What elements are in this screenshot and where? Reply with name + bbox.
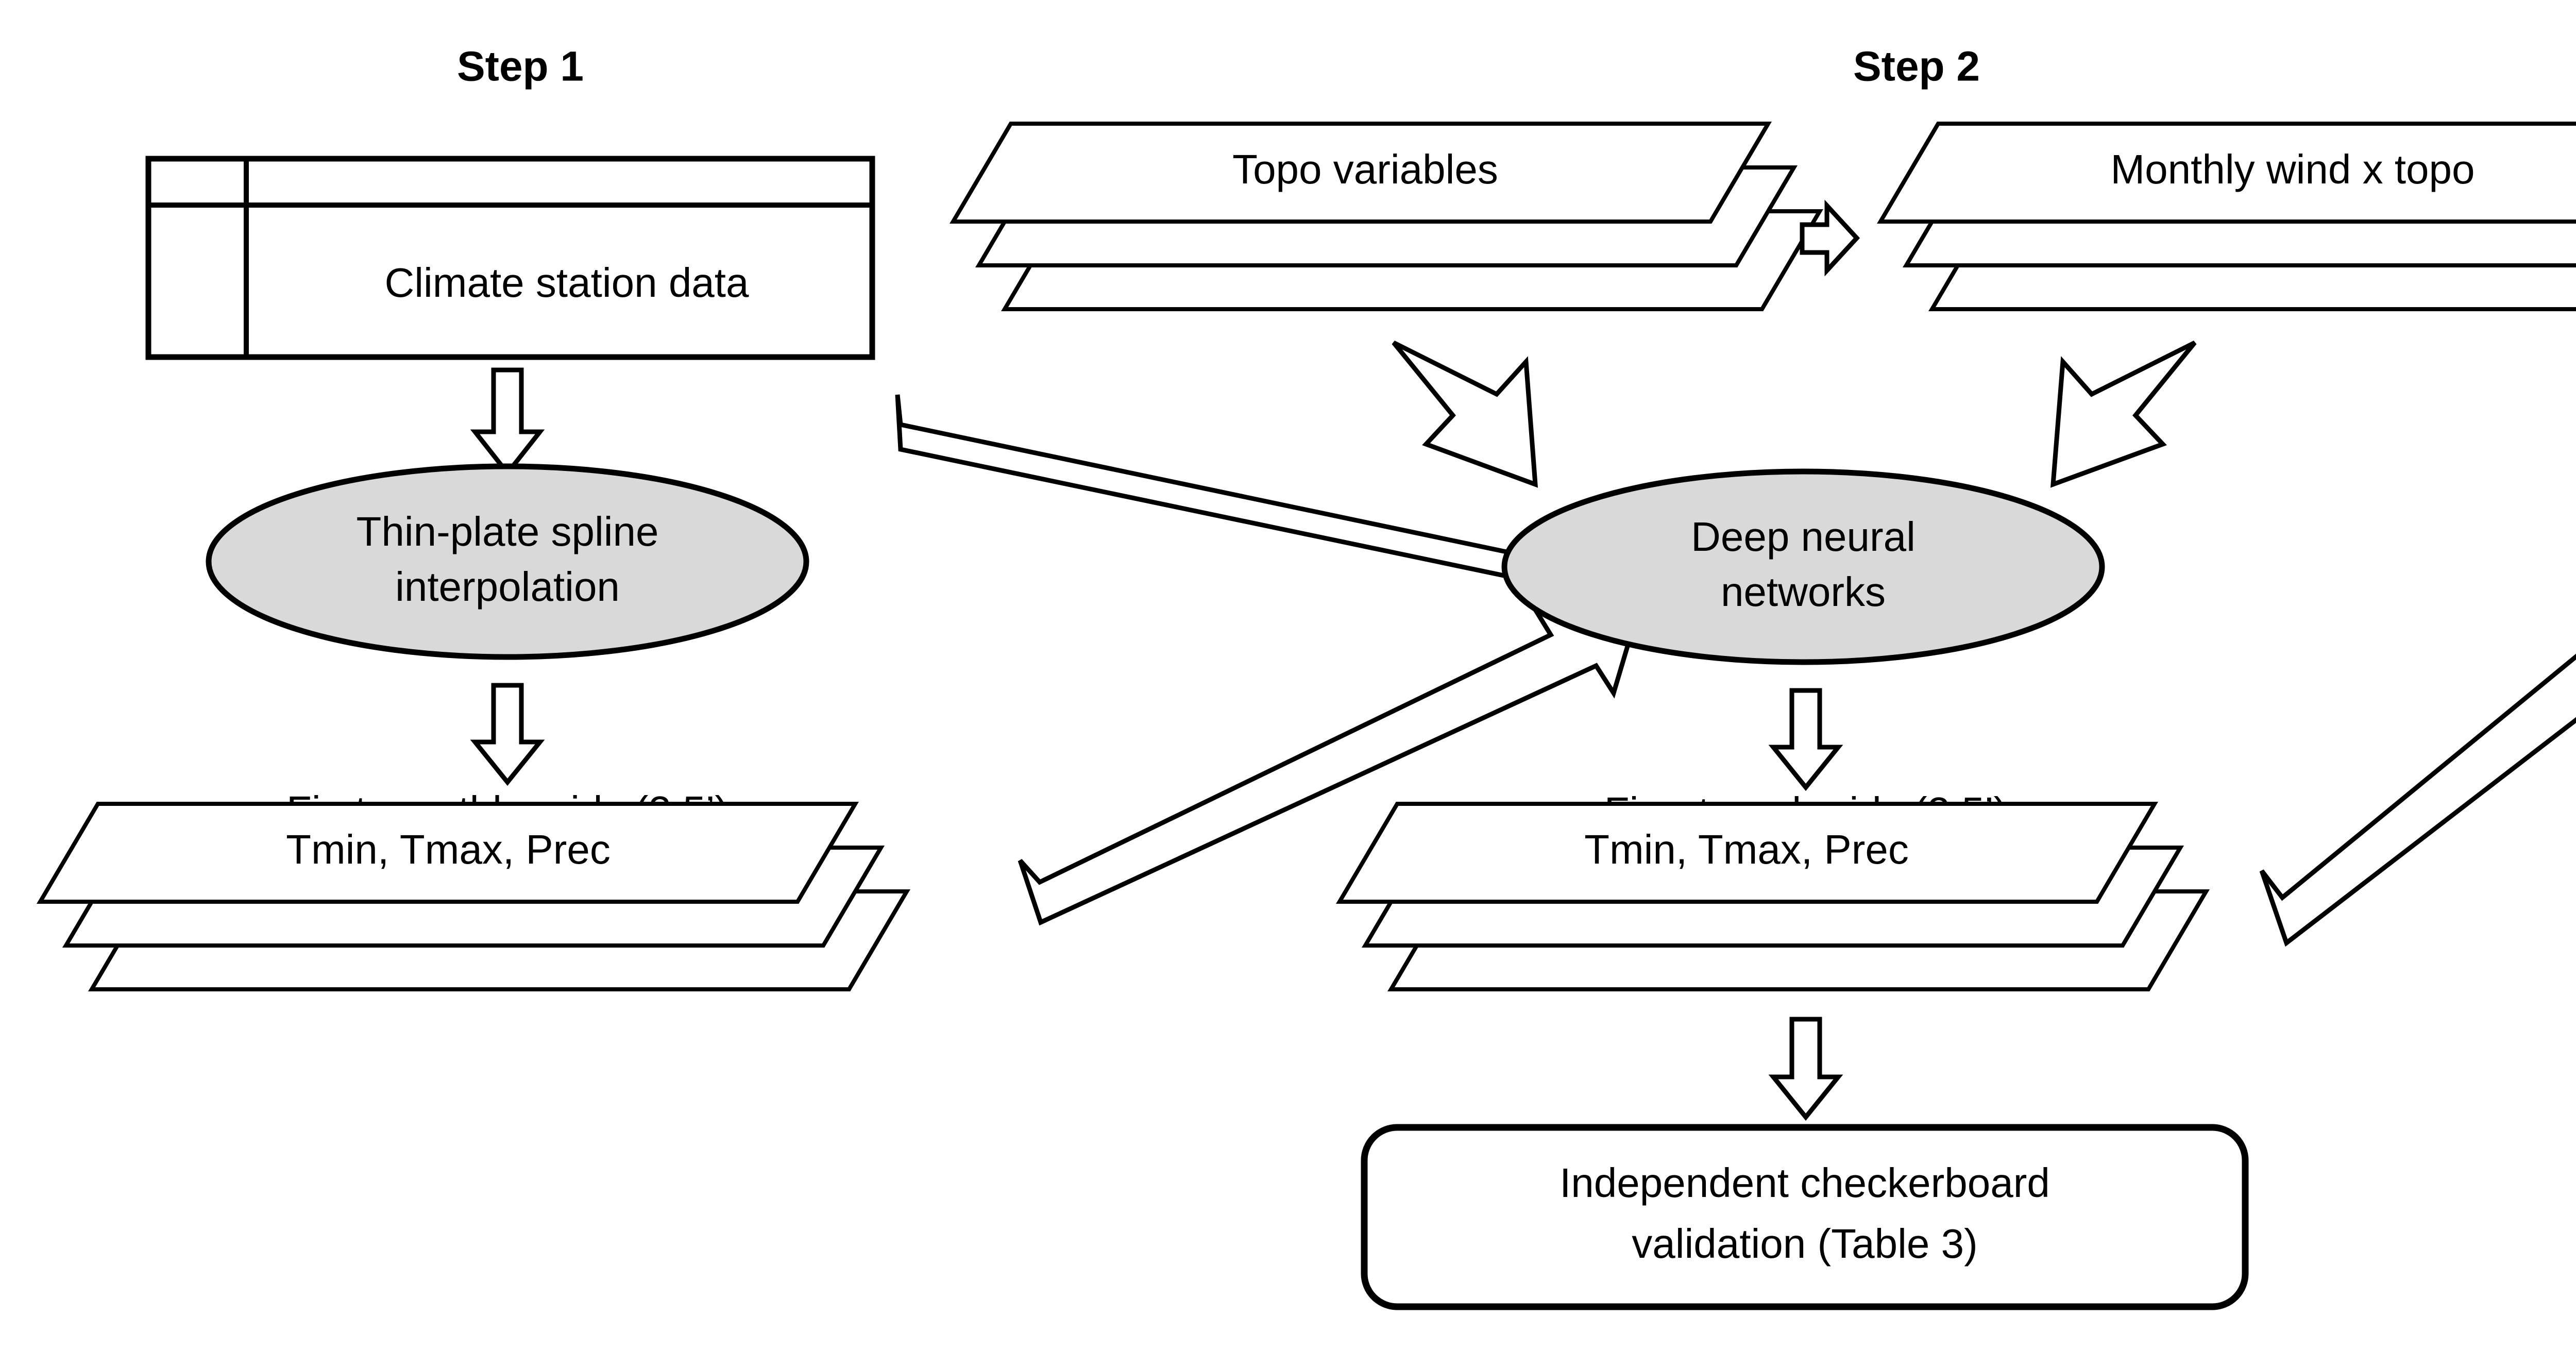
topo-variables-stack: Topo variables: [949, 122, 1824, 311]
checkerboard-validation-label-line1: Independent checkerboard: [1560, 1160, 2050, 1206]
topo-variables-label: Topo variables: [1232, 146, 1498, 192]
thin-plate-spline-node: Thin-plate spline interpolation: [206, 463, 809, 660]
climate-station-data-label: Climate station data: [384, 260, 749, 306]
arrow-wind-topo-to-dnn: [2050, 340, 2197, 488]
checkerboard-validation-box: Independent checkerboard validation (Tab…: [1361, 1124, 2249, 1310]
arrow-topo-to-wind-topo: [1800, 199, 1860, 277]
step-2-title: Step 2: [1853, 43, 1980, 90]
deep-neural-networks-label-line1: Deep neural: [1691, 514, 1916, 560]
first-monthly-grids-stack: Tmin, Tmax, Prec: [36, 802, 911, 991]
arrow-topo-to-dnn: [1392, 340, 1538, 488]
arrow-climate-data-to-spline: [470, 367, 545, 477]
checkerboard-validation-label-line2: validation (Table 3): [1632, 1221, 1977, 1267]
arrow-spline-to-first-grids: [470, 683, 545, 786]
climate-station-data-table: Climate station data: [145, 156, 875, 360]
arrow-fine-tuned-to-lapse-rate: [2259, 653, 2576, 947]
thin-plate-spline-label-line1: Thin-plate spline: [357, 509, 659, 554]
deep-neural-networks-node: Deep neural networks: [1501, 468, 2105, 665]
step-1-title: Step 1: [457, 43, 584, 90]
fine-tuned-grids-stack: Tmin, Tmax, Prec: [1335, 802, 2210, 991]
arrow-fine-tuned-to-validation: [1768, 1017, 1843, 1121]
thin-plate-spline-label-line2: interpolation: [395, 564, 620, 610]
monthly-wind-topo-label: Monthly wind x topo: [2110, 146, 2475, 192]
first-monthly-grids-label: Tmin, Tmax, Prec: [286, 826, 611, 872]
fine-tuned-grids-label: Tmin, Tmax, Prec: [1584, 826, 1909, 872]
monthly-wind-topo-stack: Monthly wind x topo: [1876, 122, 2576, 311]
arrow-dnn-to-fine-tuned: [1768, 688, 1843, 791]
deep-neural-networks-label-line2: networks: [1721, 569, 1886, 615]
